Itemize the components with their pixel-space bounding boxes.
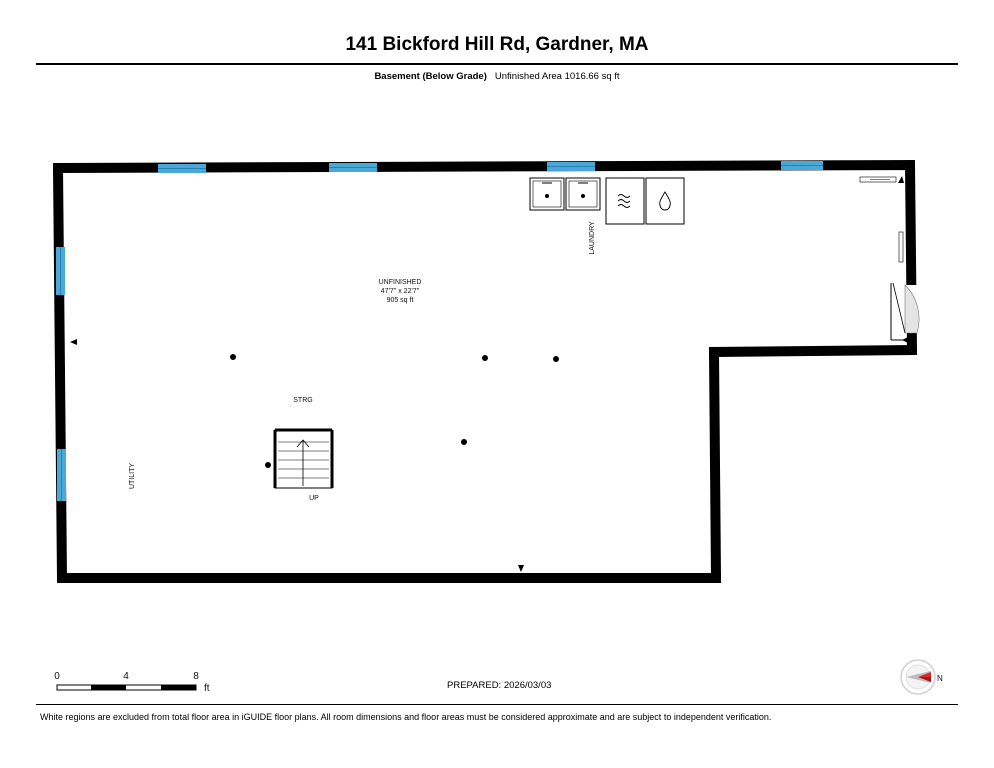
post [482,355,488,361]
washer [605,177,645,225]
scale-bar: 0 4 8 ft [54,671,210,694]
water-heater [645,177,685,225]
windows [56,161,823,501]
room-area: 905 sq ft [387,297,414,304]
level-summary: Basement (Below Grade) Unfinished Area 10… [0,71,994,82]
exterior-door [859,176,920,343]
compass-north-label: N [937,674,943,683]
prepared-date: PREPARED: 2026/03/03 [447,680,552,691]
scale-tick-8: 8 [193,671,199,682]
post [265,462,271,468]
post [230,354,236,360]
disclaimer-text: White regions are excluded from total fl… [40,712,772,722]
staircase [273,428,334,489]
area-summary: Unfinished Area 1016.66 sq ft [494,71,620,82]
support-posts [230,354,559,468]
footer-rule [36,704,958,705]
stairs-up-label: UP [309,495,319,502]
dimension-marker-bottom [518,565,524,572]
header-rule [36,63,958,65]
compass-icon: N [900,659,943,695]
exterior-wall-outline [52,159,918,583]
room-name-unfinished: UNFINISHED [379,279,422,286]
level-name: Basement (Below Grade) [374,71,487,82]
scale-tick-4: 4 [123,671,129,682]
scale-tick-0: 0 [54,671,60,682]
scale-unit: ft [204,683,210,694]
property-address: 141 Bickford Hill Rd, Gardner, MA [345,34,649,55]
laundry-fixtures [529,177,685,225]
room-name-utility: UTILITY [129,463,136,489]
post [461,439,467,445]
room-name-laundry: LAUNDRY [589,221,596,255]
post [553,356,559,362]
dimension-marker-left [70,339,77,345]
room-name-storage: STRG [293,397,312,404]
room-dimensions: 47'7" x 22'7" [381,288,420,295]
